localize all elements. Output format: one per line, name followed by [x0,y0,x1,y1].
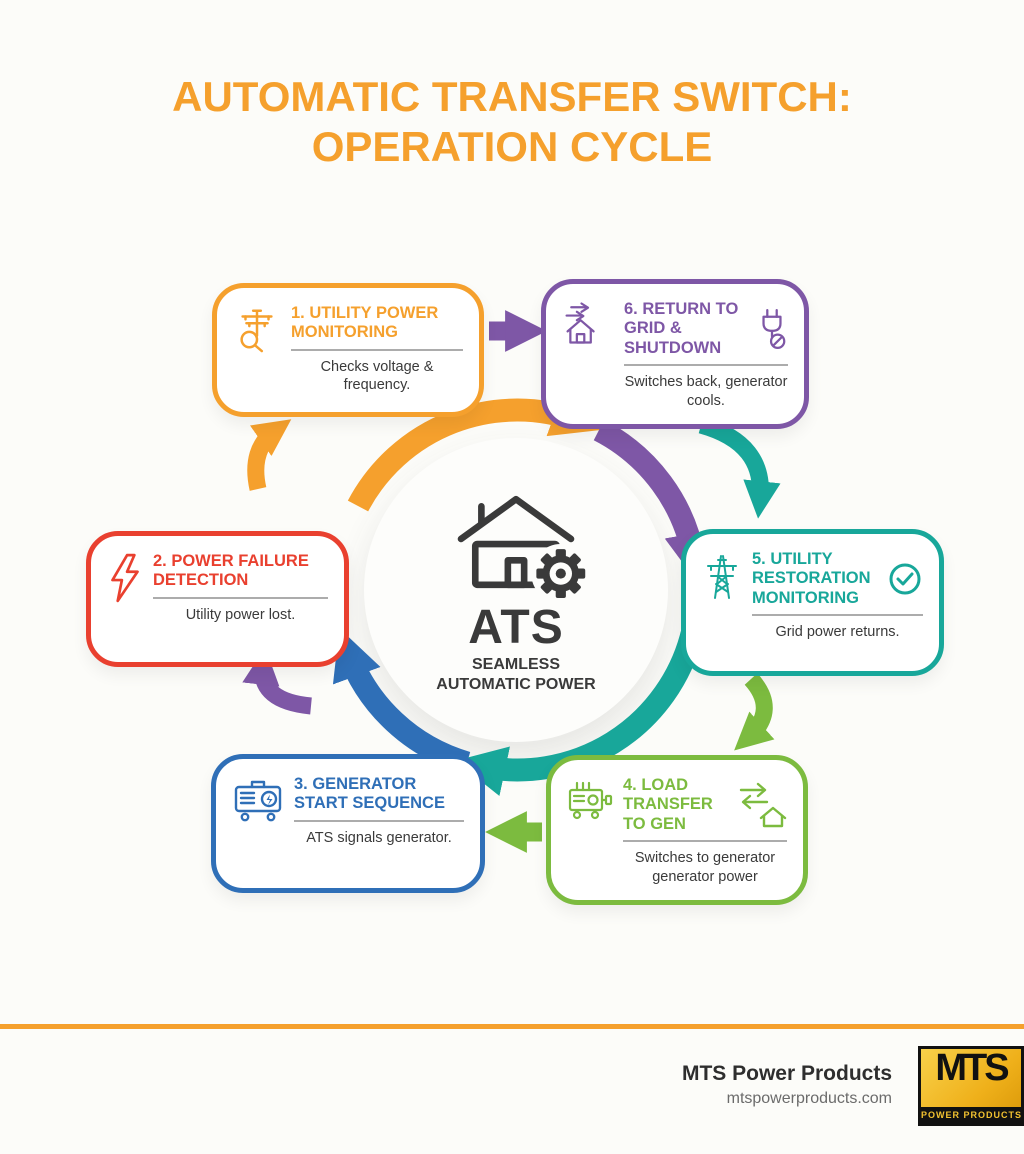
page-title-line2: OPERATION CYCLE [311,122,713,170]
step-1-utility-power-monitoring: 1. Utility Power Monitoring Checks volta… [212,283,484,417]
arrow-step2-to-step1 [247,419,292,491]
mts-logo-band: POWER PRODUCTS [921,1107,1021,1123]
house-gear-icon [457,495,591,598]
footer-divider [0,1024,1024,1029]
step-1-title: 1. Utility Power Monitoring [291,304,439,342]
step-4-title: 4. Load Transfer to Gen [623,776,713,833]
utility-pole-magnifier-icon [233,304,281,354]
step-1-description: Checks voltage & frequency. [320,358,434,394]
step-6-title: 6. Return to Grid & Shutdown [624,300,739,357]
ats-label: ATS [468,600,564,654]
check-circle-icon [887,561,923,597]
page-title-line1: AUTOMATIC TRANSFER SWITCH: [172,73,852,121]
mts-logo-letters: MTS [935,1047,1009,1089]
lightning-bolt-icon [107,552,143,604]
ring-arc-purple [593,419,715,584]
transfer-arrows-house-icon [733,782,787,828]
step-6-description: Switches back, generator cools. [624,374,788,409]
page-title: AUTOMATIC TRANSFER SWITCH: OPERATION CYC… [0,72,1024,171]
step-4-load-transfer-to-gen: 4. Load Transfer to Gen Switches to gene… [546,755,808,905]
step-2-power-failure-detection: 2. Power Failure Detection Utility power… [86,531,349,667]
mts-logo: MTS POWER PRODUCTS [918,1046,1024,1126]
ats-tagline-line1: SEAMLESS [471,655,560,673]
step-5-utility-restoration-monitoring: 5. Utility Restoration Monitoring Grid p… [681,529,944,676]
step-3-divider [294,819,464,822]
ring-arc-blue [332,628,471,775]
step-5-divider [752,614,923,617]
step-3-title: 3. Generator Start Sequence [294,775,445,813]
ats-tagline-line2: AUTOMATIC POWER [436,675,596,693]
generator-icon [232,775,284,823]
step-2-title: 2. Power Failure Detection [153,552,309,590]
gear-icon [531,543,591,598]
ats-center: ATS SEAMLESS AUTOMATIC POWER [364,438,668,742]
step-3-generator-start-sequence: 3. Generator Start Sequence ATS signals … [211,754,485,893]
footer-company-name: MTS Power Products [681,1062,892,1085]
arrow-step6-to-step5 [698,416,781,519]
step-4-description: Switches to generator generator power [634,850,776,885]
step-3-description: ATS signals generator. [306,829,452,846]
step-5-title: 5. Utility Restoration Monitoring [752,550,871,607]
step-1-divider [291,348,463,351]
step-2-description: Utility power lost. [185,606,296,623]
transmission-tower-icon [702,550,742,600]
generator-plug-icon [567,776,613,824]
ring-arc-teal [455,631,704,796]
step-6-divider [624,364,788,367]
footer-website: mtspowerproducts.com [726,1090,892,1107]
arrow-step3-to-step2 [242,647,313,715]
plug-off-icon [756,306,788,352]
step-2-divider [153,596,328,599]
footer-text: MTS Power Products mtspowerproducts.com [682,1062,892,1108]
house-return-arrows-icon [562,300,614,346]
arrow-step5-to-step4 [734,673,775,751]
step-5-description: Grid power returns. [775,624,900,641]
ring-arc-orange [347,388,603,512]
step-4-divider [623,840,787,843]
step-6-return-to-grid-shutdown: 6. Return to Grid & Shutdown Switches ba… [541,279,809,429]
